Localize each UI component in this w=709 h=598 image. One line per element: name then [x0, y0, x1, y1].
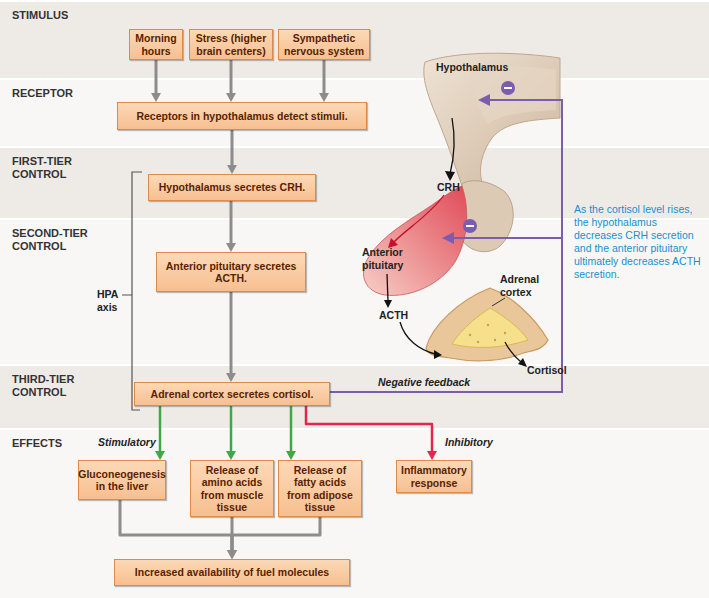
process-box: Stress (higher brain centers) [189, 29, 273, 60]
process-box: Increased availability of fuel molecules [114, 559, 350, 586]
box-text: Adrenal cortex secretes cortisol. [151, 388, 314, 401]
tier-label: THIRD-TIER CONTROL [12, 373, 100, 399]
process-box: Adrenal cortex secretes cortisol. [134, 382, 330, 406]
box-text: Hypothalamus secretes CRH. [159, 181, 305, 194]
box-text: Anterior pituitary secretes ACTH. [160, 260, 302, 285]
tier-band: STIMULUS Morning hours Stress (higher brai… [0, 0, 709, 78]
process-box: Receptors in hypothalamus detect stimuli… [117, 102, 367, 130]
box-text: Inflammatory response [400, 464, 468, 489]
box-text: Morning hours [133, 32, 179, 57]
tier-label: SECOND-TIER CONTROL [12, 227, 100, 253]
effect-type-label: Inhibitory [445, 436, 493, 449]
box-text: Stress (higher brain centers) [193, 32, 269, 57]
effect-type-label: Stimulatory [98, 436, 156, 449]
hormone-label: CRH [437, 181, 460, 194]
process-box: Anterior pituitary secretes ACTH. [156, 252, 306, 292]
tier-label: FIRST-TIER CONTROL [12, 155, 100, 181]
box-text: Release of fatty acids from adipose tiss… [282, 464, 358, 514]
bracket-label: HPA axis [97, 288, 123, 313]
hormone-label: ACTH [379, 309, 408, 322]
hormone-label: Cortisol [527, 364, 567, 377]
process-box: Hypothalamus secretes CRH. [148, 174, 316, 201]
box-text: Increased availability of fuel molecules [135, 566, 329, 579]
tier-band: THIRD-TIER CONTROL Adrenal cortex secrete… [0, 364, 709, 428]
tier-label: EFFECTS [12, 437, 100, 450]
box-text: Receptors in hypothalamus detect stimuli… [136, 110, 347, 123]
organ-label: Anterior pituitary [362, 246, 422, 271]
process-box: Release of fatty acids from adipose tiss… [278, 460, 362, 517]
process-box: Morning hours [129, 29, 183, 60]
explanatory-note: As the cortisol level rises, the hypotha… [574, 203, 707, 281]
tier-label: STIMULUS [12, 9, 100, 22]
process-box: Sympathetic nervous system [278, 29, 370, 60]
tier-band: RECEPTOR Receptors in hypothalamus detect… [0, 78, 709, 146]
organ-label: Adrenal cortex [500, 273, 550, 298]
feedback-label: Negative feedback [378, 376, 470, 389]
process-box: Gluconeogenesis in the liver [78, 460, 166, 500]
organ-label: Hypothalamus [436, 61, 508, 74]
box-text: Release of amino acids from muscle tissu… [194, 464, 270, 514]
box-text: Sympathetic nervous system [282, 32, 366, 57]
tier-label: RECEPTOR [12, 87, 100, 100]
tier-band: EFFECTS Gluconeogenesis in the liver Relea… [0, 428, 709, 598]
process-box: Inflammatory response [396, 460, 472, 493]
box-text: Gluconeogenesis in the liver [78, 468, 166, 493]
process-box: Release of amino acids from muscle tissu… [190, 460, 274, 517]
